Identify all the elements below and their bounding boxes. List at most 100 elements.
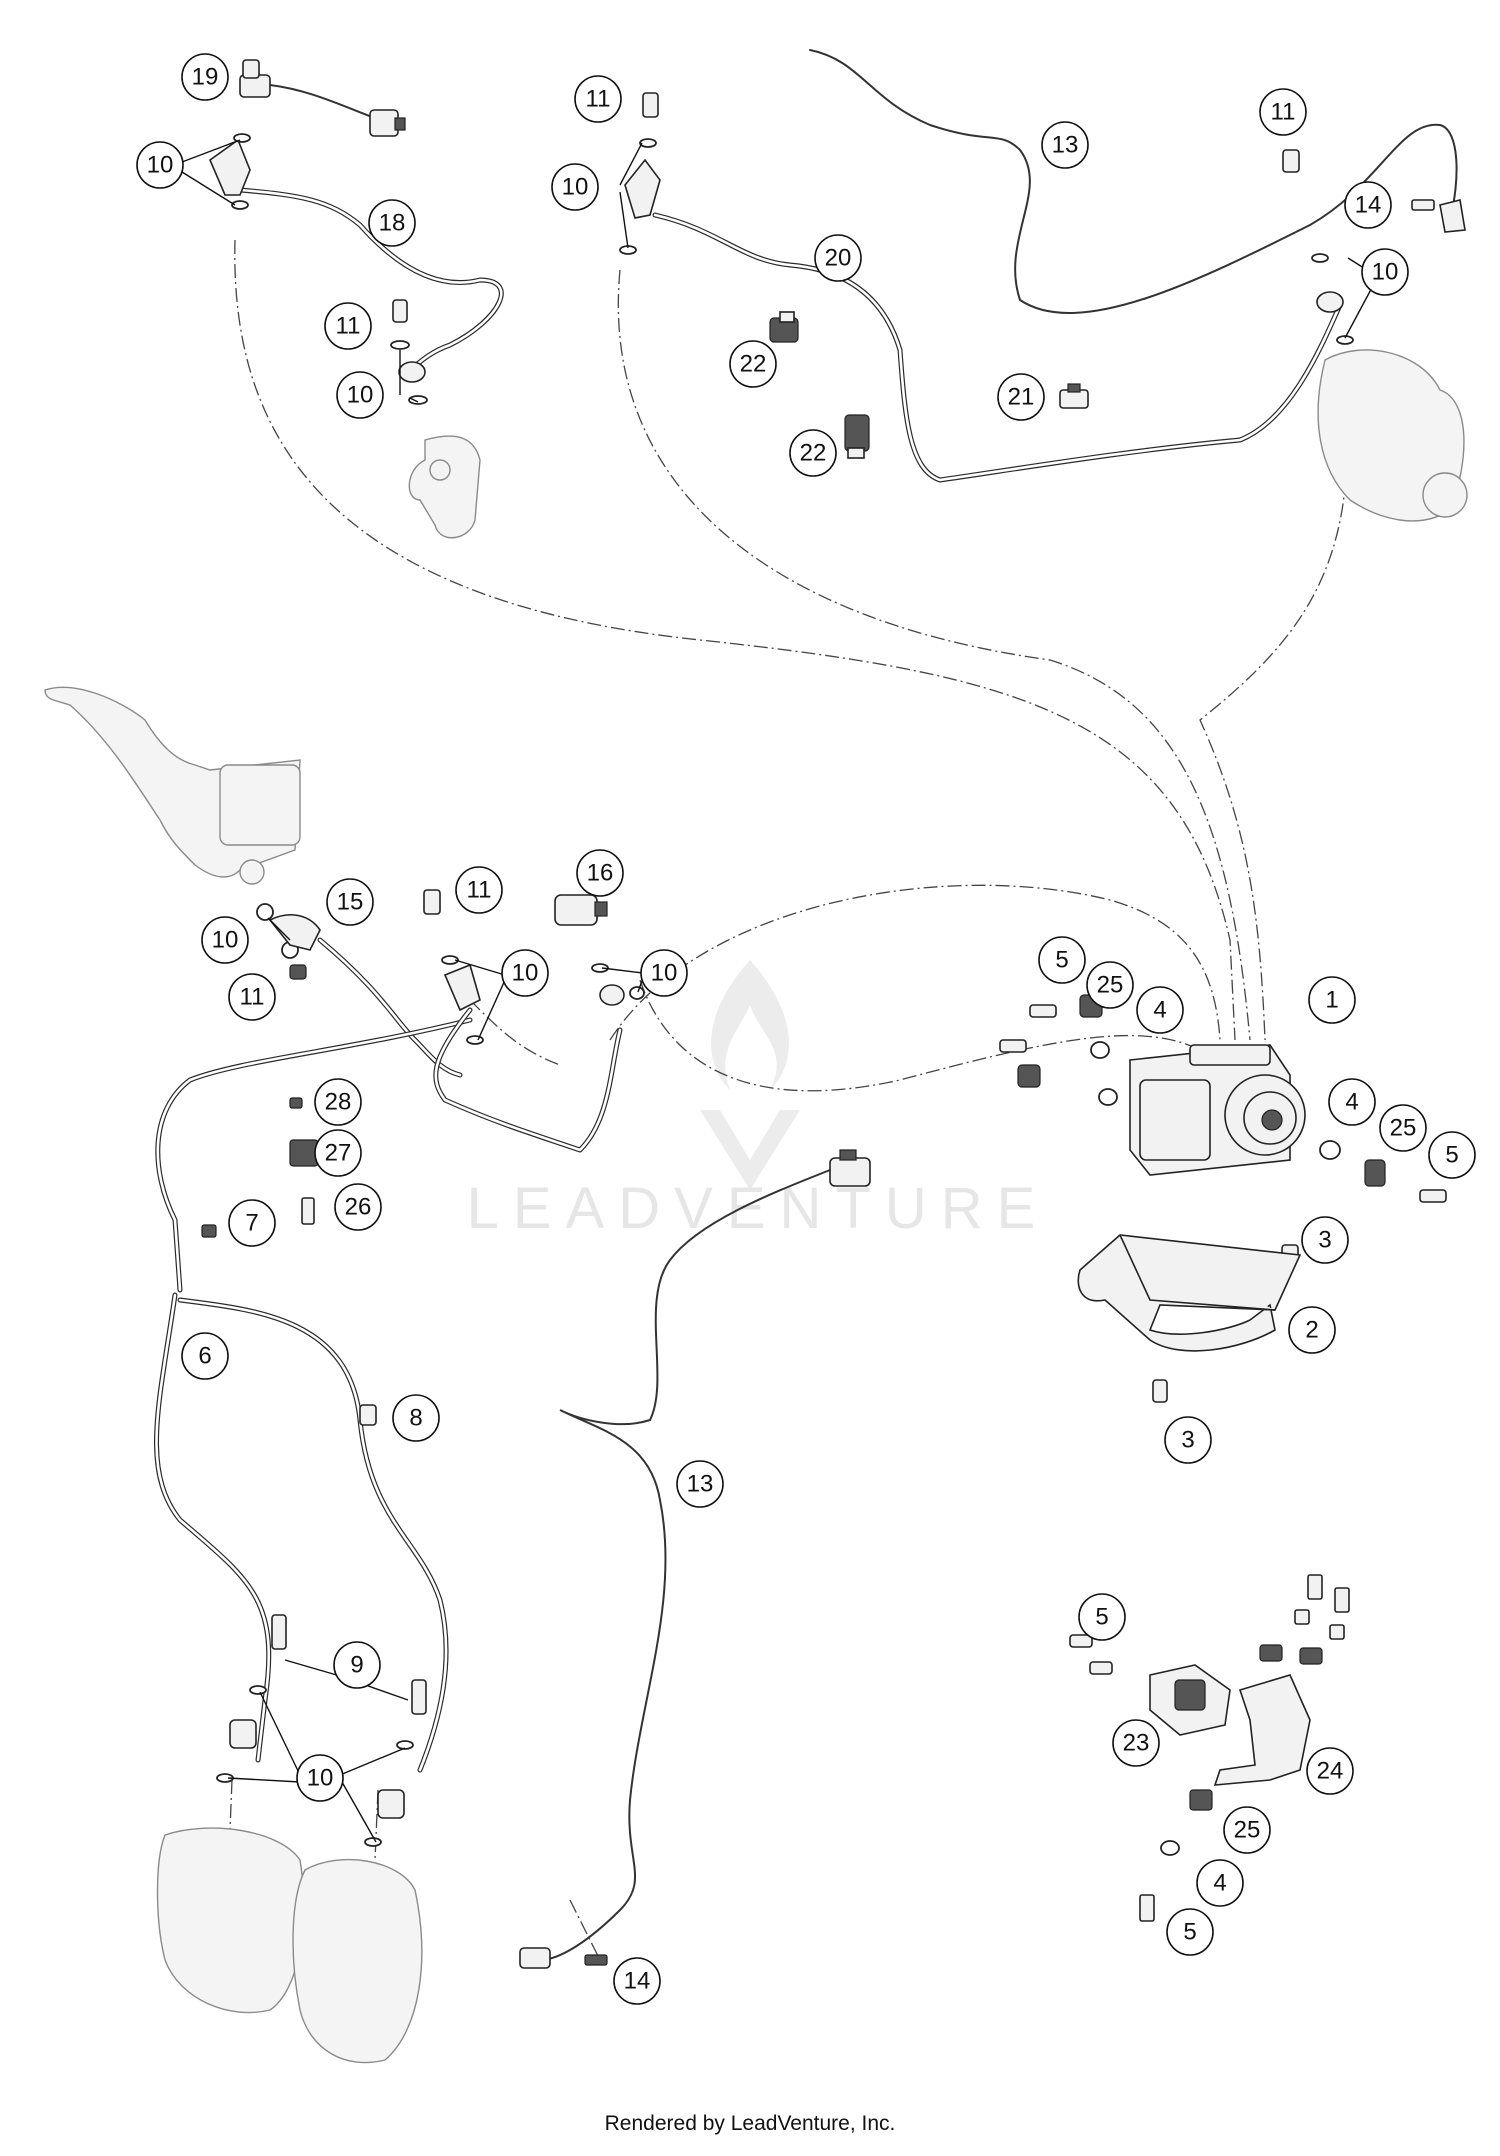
front-caliper-left	[156, 1827, 305, 2014]
svg-text:25: 25	[1390, 1115, 1417, 1142]
callout-10: 10	[1361, 248, 1409, 296]
banjo-bolt-rear-caliper	[1282, 149, 1354, 345]
banjo-bolt-left-front	[216, 1614, 287, 1783]
callout-10: 10	[551, 163, 599, 211]
svg-text:4: 4	[1213, 1870, 1226, 1897]
svg-text:5: 5	[1183, 1919, 1196, 1946]
svg-text:19: 19	[192, 64, 219, 91]
svg-text:10: 10	[512, 960, 539, 987]
watermark: LEADVENTURE	[467, 960, 1050, 1241]
banjo-bolt-center	[423, 889, 484, 1045]
watermark-flame-logo	[700, 960, 800, 1190]
callout-10: 10	[296, 1754, 344, 1802]
svg-text:7: 7	[245, 1210, 258, 1237]
abs-mount-hardware-left	[999, 994, 1118, 1106]
svg-text:10: 10	[212, 927, 239, 954]
svg-text:13: 13	[1052, 132, 1079, 159]
callout-10: 10	[201, 916, 249, 964]
svg-text:22: 22	[740, 351, 767, 378]
callout-23: 23	[1112, 1719, 1160, 1767]
svg-text:14: 14	[624, 1968, 651, 1995]
front-caliper-right	[292, 1858, 423, 2064]
callout-5: 5	[1166, 1908, 1214, 1956]
callout-28: 28	[314, 1078, 362, 1126]
callout-5: 5	[1078, 1593, 1126, 1641]
callout-22: 22	[789, 429, 837, 477]
abs-control-unit	[1149, 1664, 1231, 1736]
callout-16: 16	[576, 849, 624, 897]
svg-text:27: 27	[325, 1140, 352, 1167]
callout-14: 14	[1344, 181, 1392, 229]
leader-lines	[181, 139, 1376, 1843]
callout-5: 5	[1038, 936, 1086, 984]
footer-credit: Rendered by LeadVenture, Inc.	[604, 2112, 896, 2135]
callout-20: 20	[814, 234, 862, 282]
svg-text:26: 26	[345, 1194, 372, 1221]
svg-text:3: 3	[1181, 1427, 1194, 1454]
svg-text:5: 5	[1055, 947, 1068, 974]
hose-clip-upper	[769, 311, 799, 343]
callout-25: 25	[1223, 1806, 1271, 1854]
speed-sensor-rear	[239, 59, 406, 137]
callout-14: 14	[613, 1957, 661, 2005]
callout-8: 8	[392, 1394, 440, 1442]
svg-text:10: 10	[307, 1765, 334, 1792]
svg-text:9: 9	[350, 1652, 363, 1679]
svg-text:22: 22	[800, 440, 827, 467]
svg-text:20: 20	[825, 245, 852, 272]
hose-clip-lower	[844, 414, 870, 459]
ecu-hardware	[1069, 1574, 1350, 1922]
pressure-sensor	[554, 894, 645, 1006]
svg-text:21: 21	[1008, 384, 1035, 411]
svg-text:28: 28	[325, 1089, 352, 1116]
callout-21: 21	[997, 373, 1045, 421]
svg-text:24: 24	[1317, 1758, 1344, 1785]
svg-text:11: 11	[467, 877, 492, 904]
speed-sensor-bolt-rear	[1411, 199, 1466, 233]
watermark-text: LEADVENTURE	[467, 1176, 1050, 1241]
hose-bracket-upper-left	[209, 133, 251, 210]
svg-text:25: 25	[1234, 1817, 1261, 1844]
svg-text:10: 10	[1372, 259, 1399, 286]
wire-connector	[829, 1149, 871, 1187]
callout-11: 11	[228, 973, 276, 1021]
svg-text:11: 11	[336, 313, 361, 340]
callout-13: 13	[1041, 121, 1089, 169]
callout-1: 1	[1308, 976, 1356, 1024]
hose-clip-8	[359, 1404, 377, 1426]
callout-11: 11	[574, 75, 622, 123]
grommet	[1059, 383, 1089, 409]
callout-3: 3	[1301, 1216, 1349, 1264]
callout-26: 26	[334, 1183, 382, 1231]
callout-4: 4	[1136, 986, 1184, 1034]
svg-text:25: 25	[1097, 972, 1124, 999]
callouts: 19 10 1 8 11 10 11 10 20 22 22 13 21 11 1…	[136, 53, 1476, 2005]
nut-small	[289, 1097, 303, 1109]
callout-4: 4	[1328, 1078, 1376, 1126]
svg-text:11: 11	[240, 984, 265, 1011]
callout-11: 11	[455, 866, 503, 914]
banjo-bolt-front-mc	[256, 903, 321, 980]
rear-master-cylinder	[408, 435, 481, 539]
svg-text:10: 10	[651, 960, 678, 987]
banjo-bolt-rear-mc	[390, 299, 428, 405]
svg-text:15: 15	[337, 889, 364, 916]
svg-text:3: 3	[1318, 1227, 1331, 1254]
svg-text:8: 8	[409, 1405, 422, 1432]
routing-lines	[229, 239, 1348, 1961]
svg-text:11: 11	[1271, 99, 1296, 126]
svg-text:23: 23	[1123, 1730, 1150, 1757]
callout-11: 11	[324, 302, 372, 350]
abs-mount-hardware-right	[1319, 1140, 1447, 1203]
svg-text:10: 10	[562, 174, 589, 201]
banjo-bolt-right-front	[364, 1679, 427, 1847]
abs-modulator	[1129, 1044, 1306, 1176]
callout-10: 10	[136, 141, 184, 189]
callout-13: 13	[676, 1460, 724, 1508]
callout-10: 10	[501, 949, 549, 997]
bolt-7	[201, 1224, 217, 1238]
callout-24: 24	[1306, 1747, 1354, 1795]
speed-sensor-front	[519, 1947, 608, 1969]
svg-text:13: 13	[687, 1471, 714, 1498]
svg-text:5: 5	[1445, 1142, 1458, 1169]
